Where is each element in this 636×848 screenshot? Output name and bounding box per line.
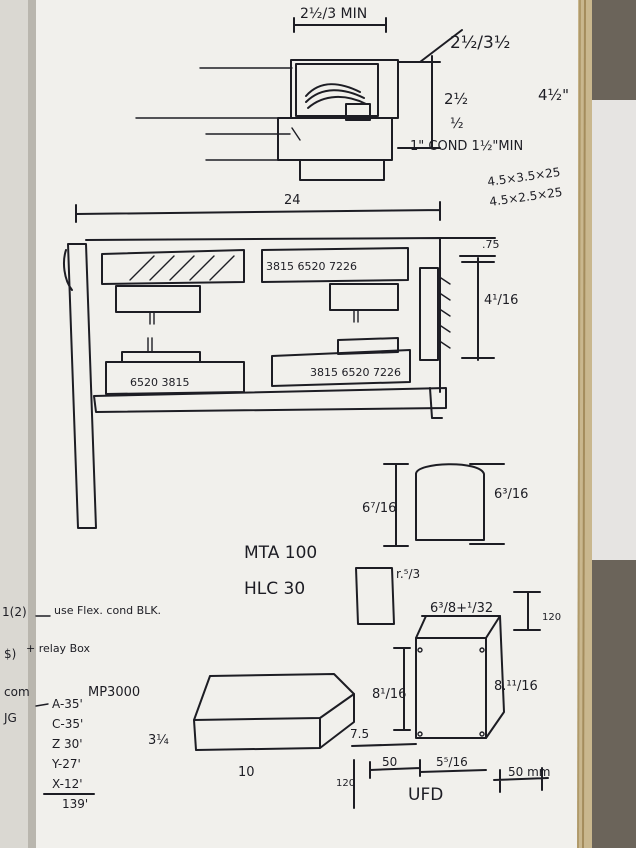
radius-label: r.⁵/3 (396, 567, 420, 581)
dim-50: 50 (382, 755, 397, 769)
dim-75b: 7.5 (350, 727, 369, 741)
edge-note-2: $) (4, 647, 16, 661)
edge-note-1: 1(2) (2, 605, 27, 619)
box-height-label: 3¼ (148, 733, 169, 748)
ufd-label: UFD (408, 785, 443, 805)
dim-120b: 120 (336, 778, 355, 789)
top-right-box-label: 3815 6520 7226 (266, 260, 357, 273)
left-notes: 1(2) $) com JG use Flex. cond BLK. + rel… (2, 604, 161, 811)
top-dim: 6³/8+¹/32 (430, 601, 493, 616)
dim-8116: 8¹/16 (372, 687, 406, 702)
front-panel-view: 24 .75 4¹/16 3815 6520 7226 6520 3815 38… (63, 193, 518, 529)
sketch-page (36, 0, 585, 848)
scale-label: 50 mm (508, 765, 550, 779)
book-spine (28, 0, 38, 848)
axis-c: C-35' (52, 717, 83, 731)
box-width-label: 10 (238, 765, 255, 780)
dim-right: 6³/16 (494, 487, 528, 502)
mp3000-note: MP3000 (88, 685, 140, 700)
right-label: 2½/3½ (450, 33, 510, 53)
edge-note-4: JG (3, 711, 17, 725)
axis-z: Z 30' (52, 737, 83, 751)
bottom-left-box-label: 6520 3815 (130, 376, 190, 389)
hlc-note: HLC 30 (244, 579, 305, 599)
width-label: 2½/3 MIN (300, 6, 367, 22)
dim-left: 6⁷/16 (362, 501, 396, 516)
dim-half: ½ (450, 116, 464, 132)
top-enclosure-detail: 2½/3 MIN 2½/3½ 2½ ½ 4½" 1" COND 1½"MIN 4… (135, 6, 569, 209)
front-width-label: 24 (284, 193, 301, 208)
axis-y: Y-27' (51, 757, 81, 771)
lower-box-sketch: 3¼ 10 (148, 673, 355, 780)
axis-x: X-12' (52, 777, 83, 791)
axis-total: 139' (62, 797, 88, 811)
dim-4116: 4¹/16 (484, 293, 518, 308)
relay-box-note: + relay Box (26, 642, 91, 655)
axis-a: A-35' (52, 697, 83, 711)
dim-75: .75 (482, 238, 500, 251)
dim-2half: 2½ (444, 90, 468, 108)
right-part-details: 6⁷/16 6³/16 MTA 100 HLC 30 r.⁵/3 6³/8+¹/… (244, 463, 561, 809)
dim-5516: 5⁵/16 (436, 755, 468, 769)
side-dim: 120 (542, 612, 561, 623)
bottom-right-box-label: 3815 6520 7226 (310, 366, 401, 379)
dim-4half: 4½" (538, 86, 569, 104)
white-paper-behind (592, 100, 636, 560)
edge-note-3: com (4, 685, 30, 699)
cond-label: 1" COND 1½"MIN (410, 139, 523, 154)
dim-8316: 8.¹¹/16 (494, 679, 538, 694)
use-flex-note: use Flex. cond BLK. (54, 604, 161, 617)
mta-note: MTA 100 (244, 543, 317, 563)
